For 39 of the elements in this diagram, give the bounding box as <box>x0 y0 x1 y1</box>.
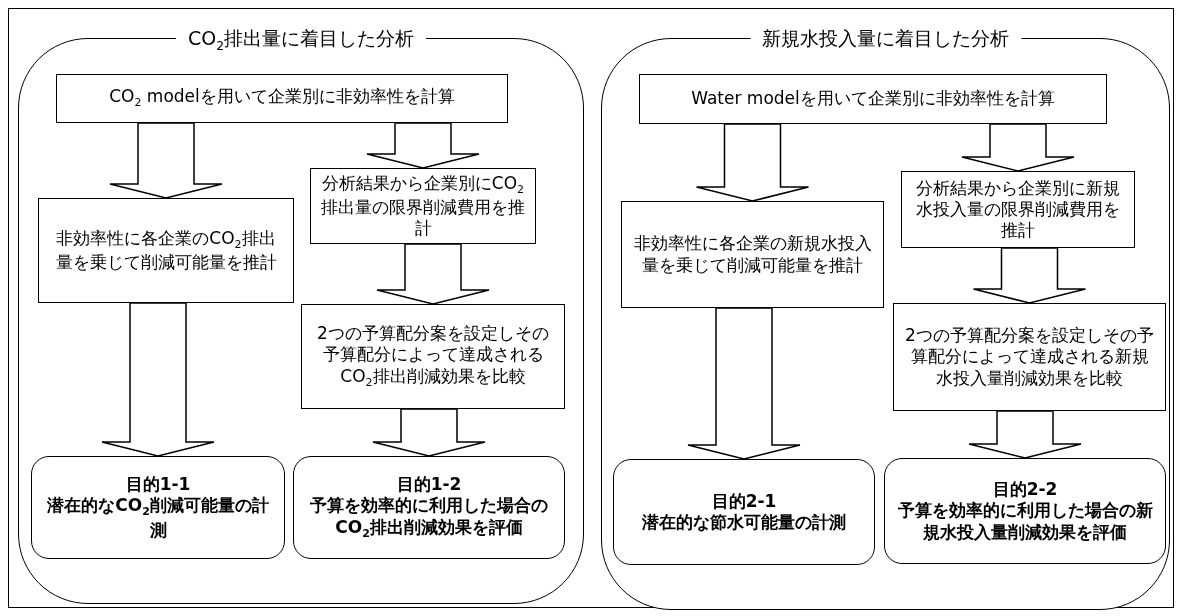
box-text: Water modelを用いて企業別に非効率性を計算 <box>691 88 1055 110</box>
goal-heading: 目的2-1 <box>711 490 777 512</box>
goal-heading: 目的1-2 <box>396 474 462 496</box>
box-text: 潜在的な節水可能量の計測 <box>642 512 846 534</box>
process-box <box>639 74 1107 124</box>
block-arrow <box>968 410 1082 459</box>
process-box <box>38 198 294 303</box>
block-arrow <box>372 408 486 457</box>
goal-heading: 目的1-1 <box>125 474 191 496</box>
block-arrow <box>109 122 223 199</box>
box-text: 予算を効率的に利用した場合のCO$_{2}$排出削減効果を評価 <box>309 495 549 541</box>
box-text: 予算を効率的に利用した場合の新規水投入量削減効果を評価 <box>896 500 1154 543</box>
block-arrow <box>101 302 215 457</box>
process-box <box>56 74 508 123</box>
process-box <box>621 201 884 308</box>
block-arrow <box>972 247 1087 304</box>
goal-heading: 目的2-2 <box>992 479 1058 501</box>
goal-box <box>293 456 565 559</box>
goal-box <box>31 456 285 559</box>
box-text: 2つの予算配分案を設定しその予算配分によって達成される新規水投入量削減効果を比較 <box>904 325 1155 389</box>
box-text: 潜在的なCO$_{2}$削減可能量の計測 <box>46 495 270 541</box>
process-box <box>901 171 1135 248</box>
panel-heading: 新規水投入量に着目した分析 <box>750 25 1021 51</box>
process-box <box>301 304 565 409</box>
box-text: 2つの予算配分案を設定しその予算配分によって達成されるCO$_{2}$排出削減効果を比較 <box>316 323 550 390</box>
block-arrow <box>695 123 810 202</box>
block-arrow <box>687 307 801 460</box>
box-text: 非効率性に各企業の新規水投入量を乗じて削減可能量を推計 <box>632 233 873 276</box>
box-text: 非効率性に各企業のCO$_{2}$排出量を乗じて削減可能量を推計 <box>54 227 278 274</box>
block-arrow <box>376 243 490 305</box>
goal-box <box>613 459 875 565</box>
box-text: CO$_{2}$ modelを用いて企業別に非効率性を計算 <box>109 86 455 111</box>
box-text: 分析結果から企業別にCO$_{2}$排出量の限界削減費用を推計 <box>321 172 525 240</box>
process-box <box>310 168 536 244</box>
process-box <box>893 303 1166 411</box>
block-arrow <box>366 122 480 169</box>
block-arrow <box>961 123 1075 172</box>
box-text: 分析結果から企業別に新規水投入量の限界削減費用を推計 <box>915 177 1121 242</box>
goal-box <box>884 458 1166 564</box>
